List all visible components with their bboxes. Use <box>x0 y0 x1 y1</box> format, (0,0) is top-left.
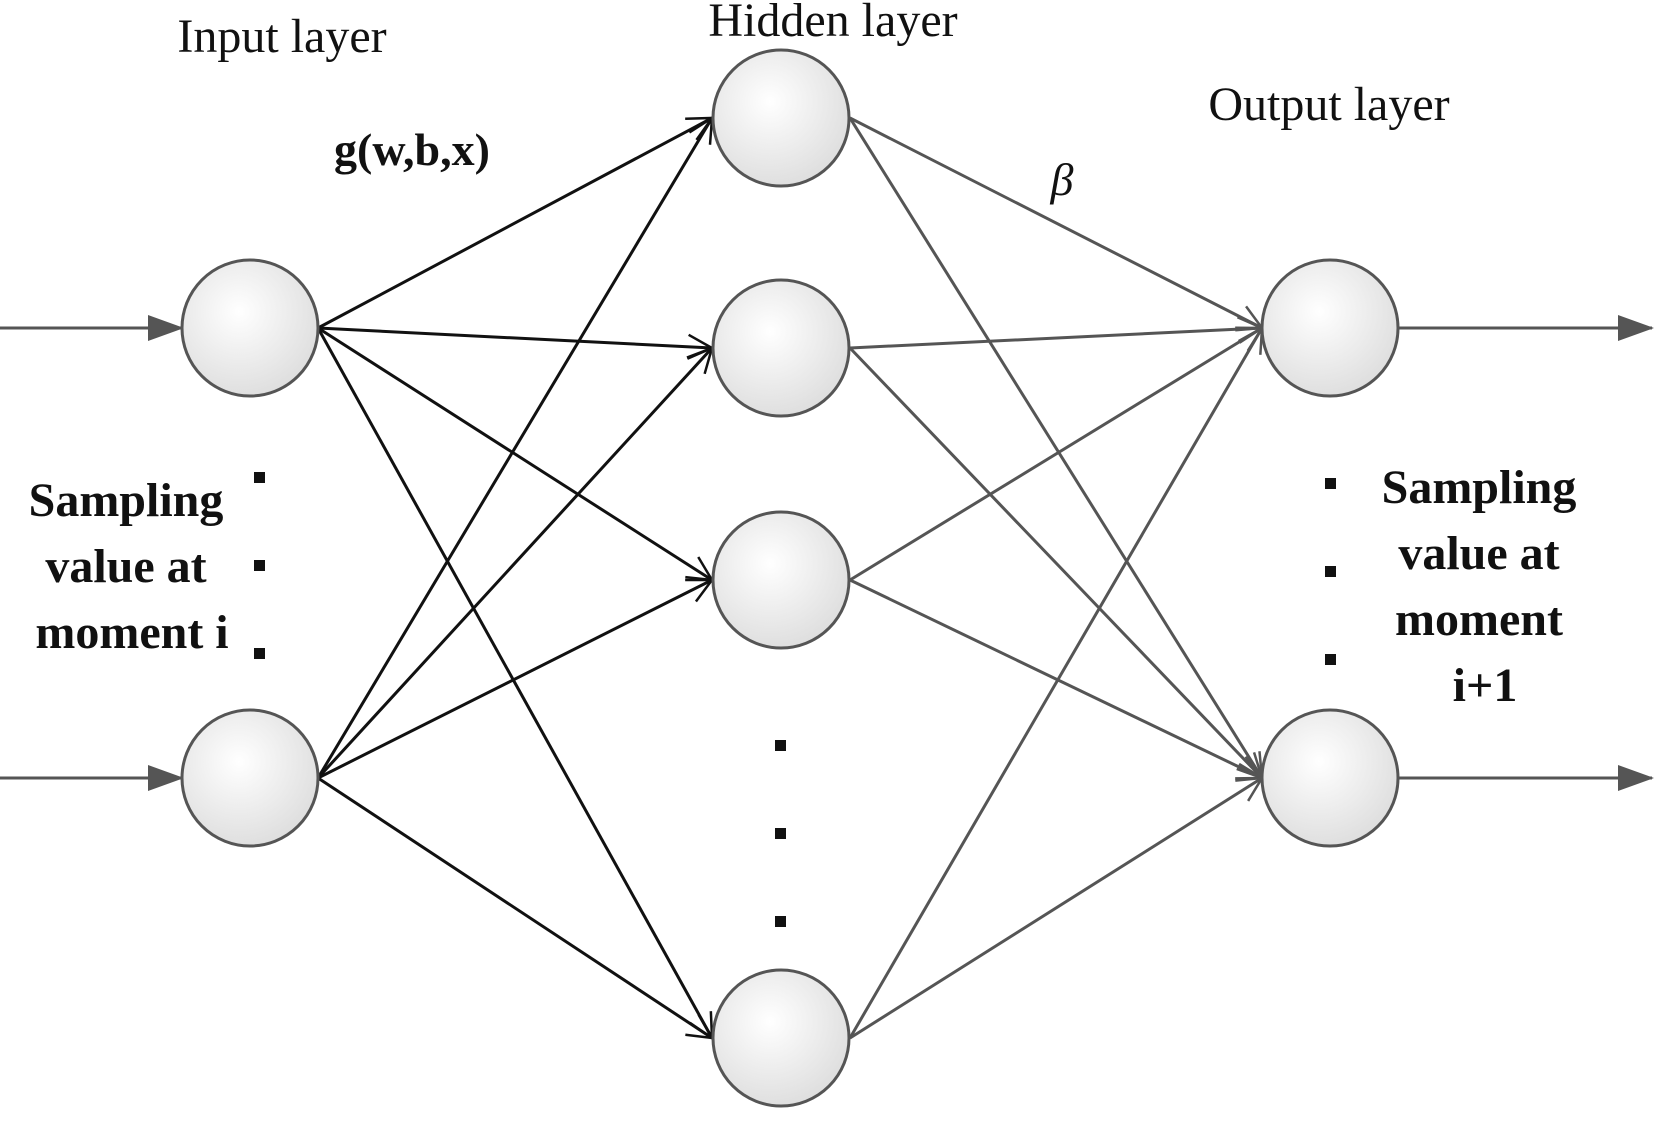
output-caption-line: i+1 <box>1453 659 1518 712</box>
output-ellipsis-dot <box>1325 478 1336 489</box>
output-layer-title: Output layer <box>1208 78 1449 131</box>
input-caption-line: Sampling <box>29 474 224 527</box>
output-ellipsis-dot <box>1325 654 1336 665</box>
input-ellipsis-dot <box>254 560 265 571</box>
connection-h2-out1 <box>849 328 1262 350</box>
hidden-output-connections <box>848 116 1262 1040</box>
connection-h2-out2 <box>848 346 1262 778</box>
output-node-2 <box>1260 708 1400 848</box>
connection-h3-out2 <box>849 578 1262 778</box>
input-node-1 <box>180 258 320 398</box>
hidden-node-2 <box>711 278 851 418</box>
connection-h4-out2 <box>849 778 1262 1040</box>
connection-in2-h3 <box>317 578 712 780</box>
hidden-ellipsis-dot <box>775 740 786 751</box>
connection-in1-h2 <box>317 326 712 348</box>
connection-in1-h3 <box>317 326 712 580</box>
hidden-layer-title: Hidden layer <box>708 0 957 47</box>
output-caption-line: Sampling <box>1382 461 1577 514</box>
connection-in1-h4 <box>316 327 712 1038</box>
output-node-1 <box>1260 258 1400 398</box>
input-ellipsis-dot <box>254 472 265 483</box>
connection-in2-h1 <box>316 118 712 779</box>
output-caption: Sampling value at moment i+1 <box>1382 461 1589 712</box>
hidden-node-3 <box>711 510 851 650</box>
connection-h4-out1 <box>848 328 1262 1039</box>
input-caption-line: value at <box>45 540 206 593</box>
connection-h1-out1 <box>849 116 1262 330</box>
connection-in2-h2 <box>316 348 712 780</box>
output-caption-line: moment <box>1395 593 1563 646</box>
input-caption-line: moment i <box>35 606 228 659</box>
output-caption-line: value at <box>1398 527 1559 580</box>
hidden-node-1 <box>711 48 851 188</box>
activation-function-label: g(w,b,x) <box>334 124 490 175</box>
input-caption: Sampling value at moment i <box>29 474 236 659</box>
hidden-ellipsis-dot <box>775 828 786 839</box>
output-weight-label: β <box>1050 154 1074 205</box>
connection-in1-h1 <box>317 116 712 330</box>
input-ellipsis-dot <box>254 648 265 659</box>
connection-in2-h4 <box>317 776 712 1038</box>
connection-h1-out2 <box>848 117 1262 778</box>
ellipsis-dots <box>254 472 1336 927</box>
hidden-node-4 <box>711 968 851 1108</box>
input-layer-title: Input layer <box>177 10 386 63</box>
input-hidden-connections <box>316 116 712 1038</box>
input-node-2 <box>180 708 320 848</box>
hidden-ellipsis-dot <box>775 916 786 927</box>
connection-h3-out1 <box>849 328 1262 582</box>
output-ellipsis-dot <box>1325 566 1336 577</box>
